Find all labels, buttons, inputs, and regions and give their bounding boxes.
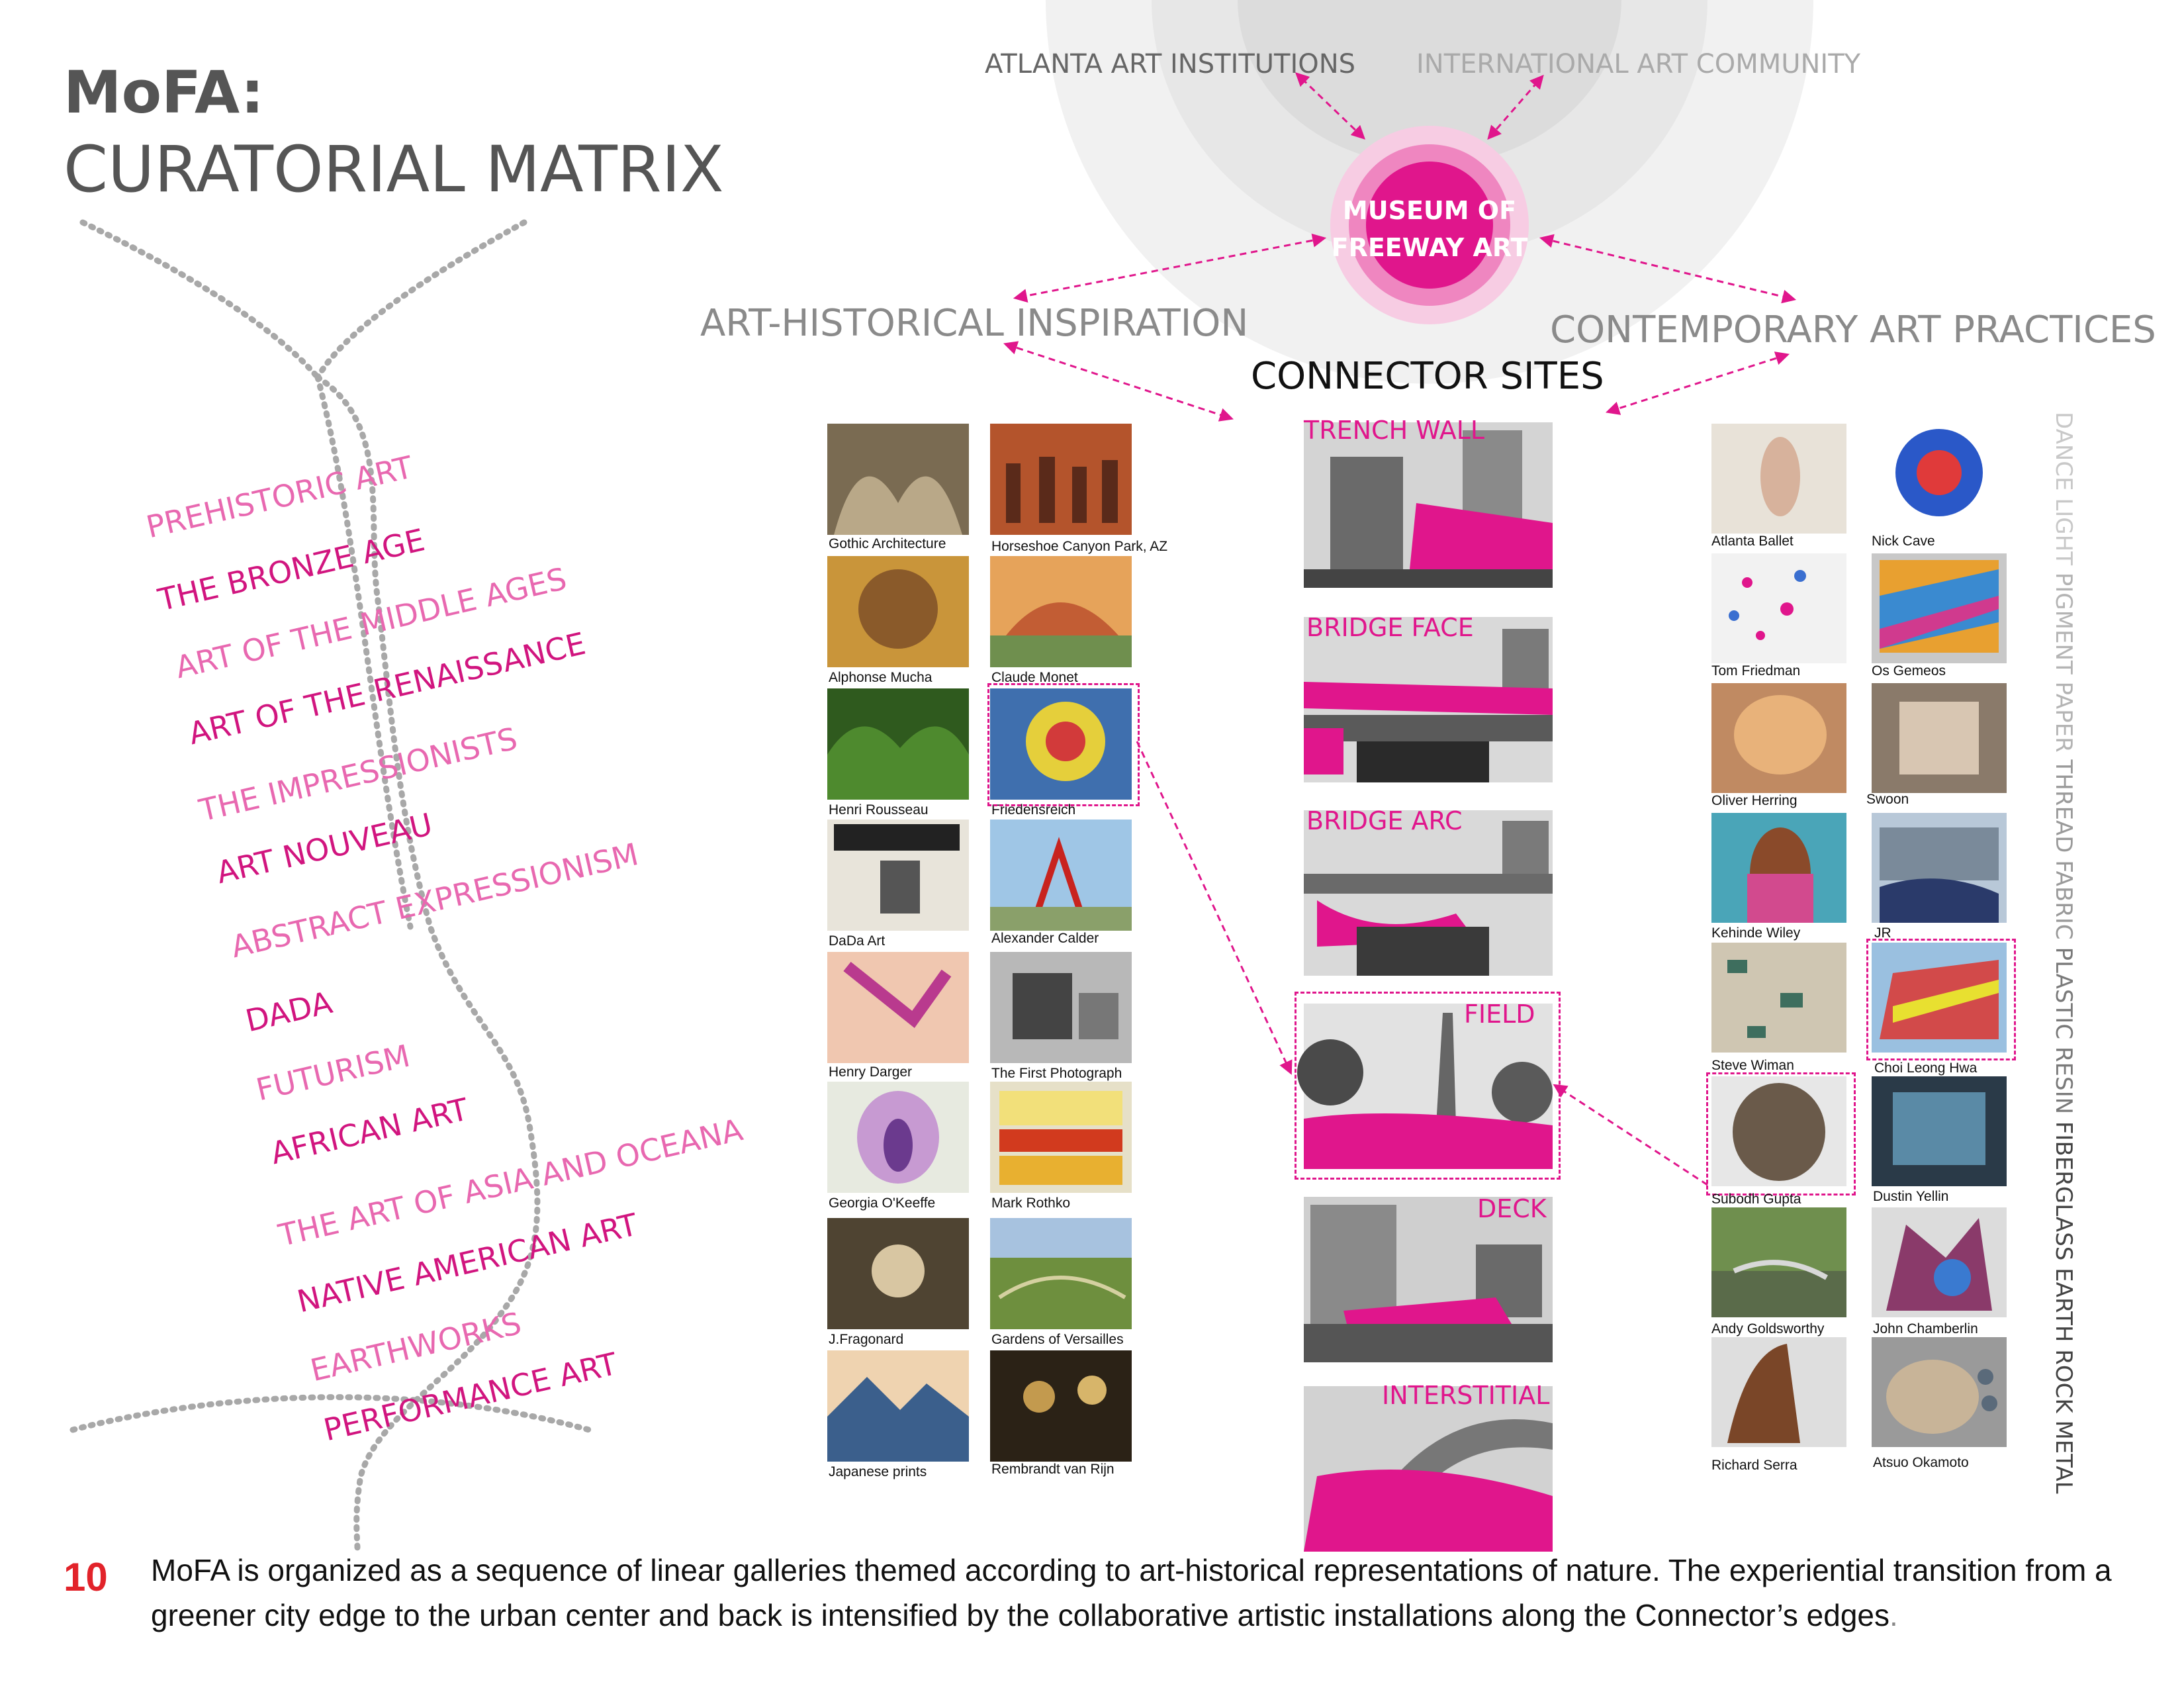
site-label-trench-wall: TRENCH WALL — [1304, 416, 1485, 445]
thumb-caption: Andy Goldsworthy — [1711, 1321, 1825, 1336]
caption-main: MoFA is organized as a sequence of linea… — [151, 1553, 2112, 1632]
core-line-1: MUSEUM OF — [1342, 196, 1517, 225]
material-item: METAL — [2050, 1420, 2077, 1494]
site-label-bridge-face: BRIDGE FACE — [1306, 613, 1474, 642]
arrow-contemporary-to-connector — [1605, 352, 1790, 415]
thumb-caption: Choi Leong Hwa — [1874, 1060, 1978, 1076]
material-item: RESIN — [2050, 1046, 2077, 1115]
thumb-caption: Henry Darger — [829, 1064, 913, 1080]
thumb-caption: Subodh Gupta — [1711, 1192, 1801, 1207]
material-item: LIGHT — [2050, 498, 2077, 565]
freeway-route-west — [314, 374, 414, 930]
thumb-caption: Kehinde Wiley — [1711, 925, 1801, 941]
site-deck-photo — [1304, 1197, 1553, 1362]
material-item: PAPER — [2050, 681, 2077, 753]
arrow-core-to-contemporary — [1539, 234, 1797, 304]
thumb-caption: Atsuo Okamoto — [1873, 1455, 1969, 1470]
heading-connector-sites: CONNECTOR SITES — [1251, 355, 1604, 398]
core-ring-inner — [1366, 162, 1493, 289]
site-interstitial-photo — [1304, 1386, 1553, 1552]
label-atlanta-institutions: ATLANTA ART INSTITUTIONS — [985, 49, 1356, 79]
thumb-caption: Atlanta Ballet — [1711, 534, 1794, 549]
site-bridge-arc-photo — [1304, 810, 1553, 976]
contemporary-thumbs-col2 — [1872, 424, 2007, 1447]
contemporary-thumbs-col1 — [1711, 424, 1846, 1447]
page-title: MoFA: — [64, 58, 264, 126]
highlight-choi-leong-hwa — [1866, 939, 2016, 1060]
site-bridge-face-photo — [1304, 617, 1553, 782]
page-subtitle: CURATORIAL MATRIX — [64, 132, 724, 207]
material-item: FIBERGLASS — [2050, 1121, 2077, 1261]
arrow-core-to-atlanta — [1295, 72, 1366, 140]
heading-contemporary: CONTEMPORARY ART PRACTICES — [1550, 308, 2156, 352]
historical-thumbs-col1 — [827, 424, 969, 1462]
thumb-caption: The First Photograph — [991, 1066, 1122, 1081]
highlight-friedensreich — [987, 683, 1140, 806]
highlight-field-site — [1295, 992, 1561, 1180]
historical-thumbs-col2 — [990, 424, 1132, 1462]
site-trench-wall-photo — [1304, 422, 1553, 588]
arrow-core-to-international — [1487, 74, 1544, 140]
thumb-caption: Gardens of Versailles — [991, 1332, 1124, 1347]
heading-art-historical: ART-HISTORICAL INSPIRATION — [700, 302, 1249, 345]
thumb-caption: Alexander Calder — [991, 931, 1099, 946]
site-label-deck: DECK — [1477, 1194, 1547, 1223]
thumb-caption: Tom Friedman — [1711, 663, 1801, 679]
museum-core-label: MUSEUM OF FREEWAY ART — [1297, 192, 1562, 266]
thumb-caption: Nick Cave — [1872, 534, 1935, 549]
arrow-historical-to-connector — [1003, 341, 1234, 422]
thumb-caption: Rembrandt van Rijn — [991, 1462, 1115, 1477]
thumb-caption: DaDa Art — [829, 933, 886, 949]
caption-end: . — [1889, 1598, 1898, 1632]
site-photos — [1297, 422, 1553, 1552]
thumb-caption: Richard Serra — [1711, 1458, 1797, 1473]
freeway-route-ne — [314, 219, 527, 381]
thumb-caption: Claude Monet — [991, 670, 1078, 685]
freeway-route-nw — [79, 219, 321, 381]
materials-list: DANCE LIGHT PIGMENT PAPER THREAD FABRIC … — [2050, 412, 2077, 1494]
material-item: THREAD — [2050, 759, 2077, 853]
material-item: DANCE — [2050, 412, 2077, 491]
highlight-subodh-gupta — [1706, 1072, 1856, 1196]
freeway-route-main — [314, 374, 541, 1552]
site-label-field: FIELD — [1464, 1000, 1535, 1029]
thumb-caption: J.Fragonard — [829, 1332, 904, 1347]
site-field-photo — [1297, 1004, 1553, 1169]
thumb-caption: JR — [1874, 925, 1891, 941]
material-item: ROCK — [2050, 1349, 2077, 1413]
thumb-caption: Steve Wiman — [1711, 1058, 1794, 1073]
thumb-caption: Alphonse Mucha — [829, 670, 933, 685]
material-item: PLASTIC — [2050, 947, 2077, 1040]
link-friedensreich-to-field — [1136, 741, 1293, 1075]
thumb-caption: Dustin Yellin — [1873, 1189, 1949, 1204]
arrow-core-to-historical — [1013, 233, 1327, 303]
site-label-bridge-arc: BRIDGE ARC — [1306, 806, 1463, 835]
thumb-caption: Swoon — [1866, 792, 1909, 807]
thumb-caption: Mark Rothko — [991, 1196, 1071, 1211]
freeway-route-cross — [69, 1394, 592, 1433]
link-subodh-to-field — [1553, 1084, 1708, 1186]
caption-text: MoFA is organized as a sequence of linea… — [151, 1548, 2136, 1638]
thumb-caption: Henri Rousseau — [829, 802, 929, 818]
thumb-caption: Japanese prints — [829, 1464, 927, 1479]
material-item: EARTH — [2050, 1268, 2077, 1342]
page-number: 10 — [64, 1555, 108, 1599]
core-line-2: FREEWAY ART — [1331, 233, 1528, 262]
thumb-caption: Georgia O'Keeffe — [829, 1196, 936, 1211]
thumb-caption: Os Gemeos — [1872, 663, 1946, 679]
thumb-caption: John Chamberlin — [1873, 1321, 1978, 1336]
label-international-community: INTERNATIONAL ART COMMUNITY — [1416, 49, 1861, 79]
thumb-caption: Oliver Herring — [1711, 793, 1797, 808]
material-item: FABRIC — [2050, 860, 2077, 940]
thumb-caption: Gothic Architecture — [829, 536, 946, 551]
site-label-interstitial: INTERSTITIAL — [1382, 1381, 1550, 1410]
thumb-caption: Horseshoe Canyon Park, AZ — [991, 539, 1168, 554]
material-item: PIGMENT — [2050, 572, 2077, 675]
